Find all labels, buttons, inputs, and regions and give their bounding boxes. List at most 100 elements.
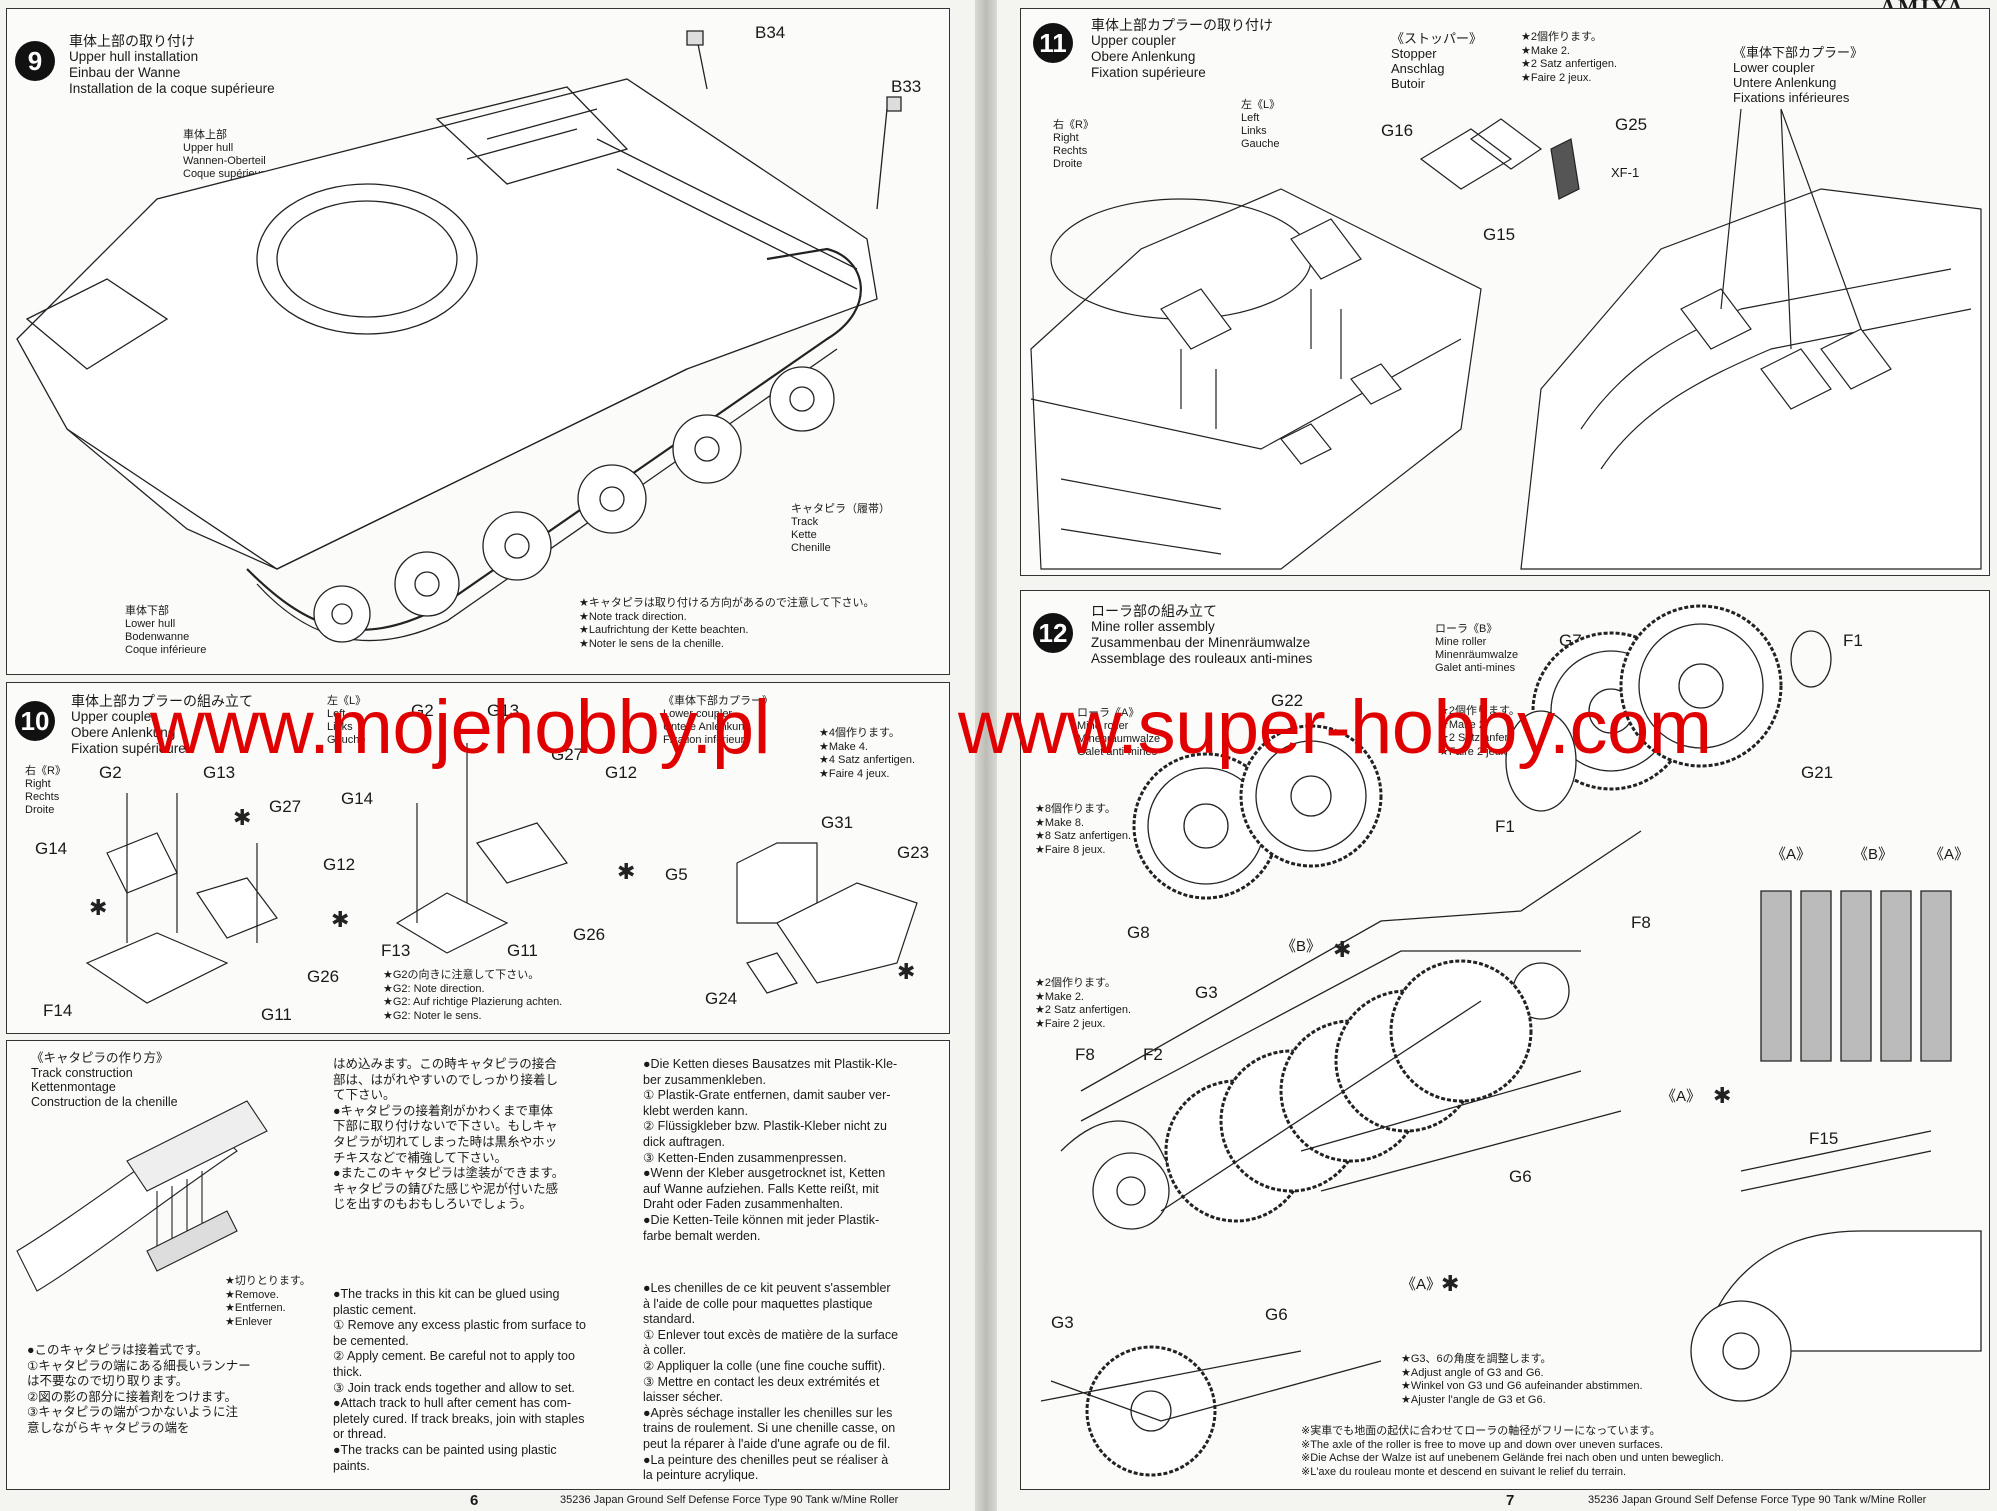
axle-note: ※実車でも地面の起伏に合わせてローラの軸径がフリーになっています。※The ax… [1301, 1425, 1724, 1478]
step-12-number: 12 [1033, 613, 1073, 653]
part-g22: G22 [1271, 691, 1304, 710]
track-english-text: ●The tracks in this kit can be glued usi… [333, 1287, 586, 1473]
part-g6-bottom: G6 [1265, 1305, 1288, 1324]
step-9-title: 車体上部の取り付け Upper hull installation Einbau… [69, 33, 275, 96]
roller-a-tag-1: 《A》 [1771, 846, 1812, 863]
part-g5: G5 [665, 865, 688, 884]
svg-text:✱: ✱ [89, 896, 107, 921]
part-g2-l: G2 [411, 701, 434, 720]
lower-couplers-label: 《車体下部カプラー》Lower coupler Untere Anlenkung… [1733, 45, 1864, 105]
track-french-text: ●Les chenilles de ce kit peuvent s'assem… [643, 1281, 899, 1483]
right-page-number: 7 [1506, 1492, 1515, 1509]
make-8-note: ★8個作ります。★Make 8. ★8 Satz anfertigen.★Fai… [1035, 803, 1132, 856]
part-g16: G16 [1381, 121, 1414, 140]
part-g11-r: G11 [261, 1005, 292, 1024]
lower-coupler-label: 《車体下部カプラー》Lower coupler Untere Anlenkung… [663, 695, 773, 746]
part-f2: F2 [1143, 1045, 1163, 1064]
coupler-parts-drawing: ✱ ✱ ✱ ✱ ✱ [7, 683, 949, 1033]
track-construction-title: 《キャタピラの作り方》Track construction Kettenmont… [31, 1051, 178, 1109]
part-g24: G24 [705, 989, 738, 1008]
step-9-panel: 9 車体上部の取り付け Upper hull installation Einb… [6, 8, 950, 675]
step-10-panel: 10 車体上部カプラーの組み立て Upper coupler Obere Anl… [6, 682, 950, 1034]
step-11-number: 11 [1033, 23, 1073, 63]
part-g12-l: G12 [605, 763, 638, 782]
part-g27-l: G27 [551, 745, 584, 764]
part-g25: G25 [1615, 115, 1648, 134]
part-g2-r: G2 [99, 763, 122, 782]
remove-note: ★切りとります。★Remove. ★Entfernen.★Enlever [225, 1275, 311, 1328]
part-b34-label: B34 [755, 23, 786, 42]
part-f15: F15 [1809, 1129, 1839, 1148]
mine-roller-drawing: ✱ ✱ ✱ [1021, 591, 1989, 1489]
step-12-title: ローラ部の組み立て Mine roller assembly Zusammenb… [1091, 603, 1313, 666]
svg-text:✱: ✱ [233, 806, 251, 831]
part-f1-bottom: F1 [1495, 817, 1515, 836]
part-f8-right: F8 [1631, 913, 1651, 932]
make-2-stopper-note: ★2個作ります。★Make 2. ★2 Satz anfertigen.★Fai… [1521, 31, 1618, 84]
left-footer-product: 35236 Japan Ground Self Defense Force Ty… [560, 1494, 899, 1506]
coupler-installation-drawing [1021, 9, 1989, 575]
part-g3-bottom: G3 [1051, 1313, 1074, 1332]
make-4-note: ★4個作ります。★Make 4. ★4 Satz anfertigen.★Fai… [819, 727, 916, 780]
watermark-mojehobby: www.mojehobby.pl [150, 685, 771, 770]
part-g21: G21 [1801, 763, 1834, 782]
step-11-title: 車体上部カプラーの取り付け Upper coupler Obere Anlenk… [1091, 17, 1273, 80]
roller-a-tag-2: 《A》 [1929, 846, 1970, 863]
part-g13-r: G13 [203, 763, 236, 782]
roller-a-tag-3: 《A》 [1661, 1088, 1702, 1105]
part-g12-r: G12 [323, 855, 356, 874]
svg-text:✱: ✱ [331, 908, 349, 933]
svg-text:✱: ✱ [1333, 938, 1351, 963]
track-direction-note: ★キャタピラは取り付ける方向があるので注意して下さい。★Note track d… [579, 597, 875, 650]
g2-direction-note: ★G2の向きに注意して下さい。★G2: Note direction. ★G2:… [383, 969, 563, 1022]
paint-xf1: XF-1 [1611, 165, 1640, 180]
part-g6-mid: G6 [1509, 1167, 1532, 1186]
track-jp-text-1: ●このキャタピラは接着式です。①キャタピラの端にある細長いランナー は不要なので… [27, 1343, 251, 1435]
part-b33-label: B33 [891, 77, 922, 96]
part-g26-l: G26 [573, 925, 606, 944]
watermark-super-hobby: www.super-hobby.com [958, 685, 1712, 770]
book-spine [975, 0, 997, 1511]
adjust-angle-note: ★G3、6の角度を調整します。★Adjust angle of G3 and G… [1401, 1353, 1643, 1406]
part-f13: F13 [381, 941, 411, 960]
part-g8: G8 [1127, 923, 1150, 942]
part-g31: G31 [821, 813, 854, 832]
roller-a-tag-4: 《A》 [1401, 1276, 1442, 1293]
part-g15: G15 [1483, 225, 1516, 244]
part-g13-l: G13 [487, 701, 520, 720]
make-2-frame-note: ★2個作ります。★Make 2. ★2 Satz anfertigen.★Fai… [1035, 977, 1132, 1030]
part-g11-l: G11 [507, 941, 538, 960]
roller-b-tag-1: 《B》 [1853, 846, 1894, 863]
part-f8-left: F8 [1075, 1045, 1095, 1064]
svg-text:✱: ✱ [617, 860, 635, 885]
part-g27-r: G27 [269, 797, 302, 816]
svg-text:✱: ✱ [1441, 1272, 1459, 1297]
right-footer-product: 35236 Japan Ground Self Defense Force Ty… [1588, 1494, 1927, 1506]
step-10-title: 車体上部カプラーの組み立て Upper coupler Obere Anlenk… [71, 693, 253, 756]
part-g26-r: G26 [307, 967, 340, 986]
part-g23: G23 [897, 843, 930, 862]
step-11-panel: 11 車体上部カプラーの取り付け Upper coupler Obere Anl… [1020, 8, 1990, 576]
left-page-number: 6 [470, 1492, 479, 1509]
svg-text:✱: ✱ [897, 960, 915, 985]
step-10-number: 10 [15, 701, 55, 741]
track-construction-panel: 《キャタピラの作り方》Track construction Kettenmont… [6, 1040, 950, 1490]
track-jp-text-2: はめ込みます。この時キャタピラの接合部は、はがれやすいのでしっかり接着し て下さ… [333, 1057, 565, 1212]
track-german-text: ●Die Ketten dieses Bausatzes mit Plastik… [643, 1057, 898, 1243]
track-links-drawing [7, 1041, 327, 1341]
step-12-panel: 12 ローラ部の組み立て Mine roller assembly Zusamm… [1020, 590, 1990, 1490]
upper-hull-drawing [7, 9, 949, 674]
roller-b-tag-2: 《B》 [1281, 938, 1322, 955]
part-f1-top: F1 [1843, 631, 1863, 650]
step-9-number: 9 [15, 41, 55, 81]
part-g3-top: G3 [1195, 983, 1218, 1002]
